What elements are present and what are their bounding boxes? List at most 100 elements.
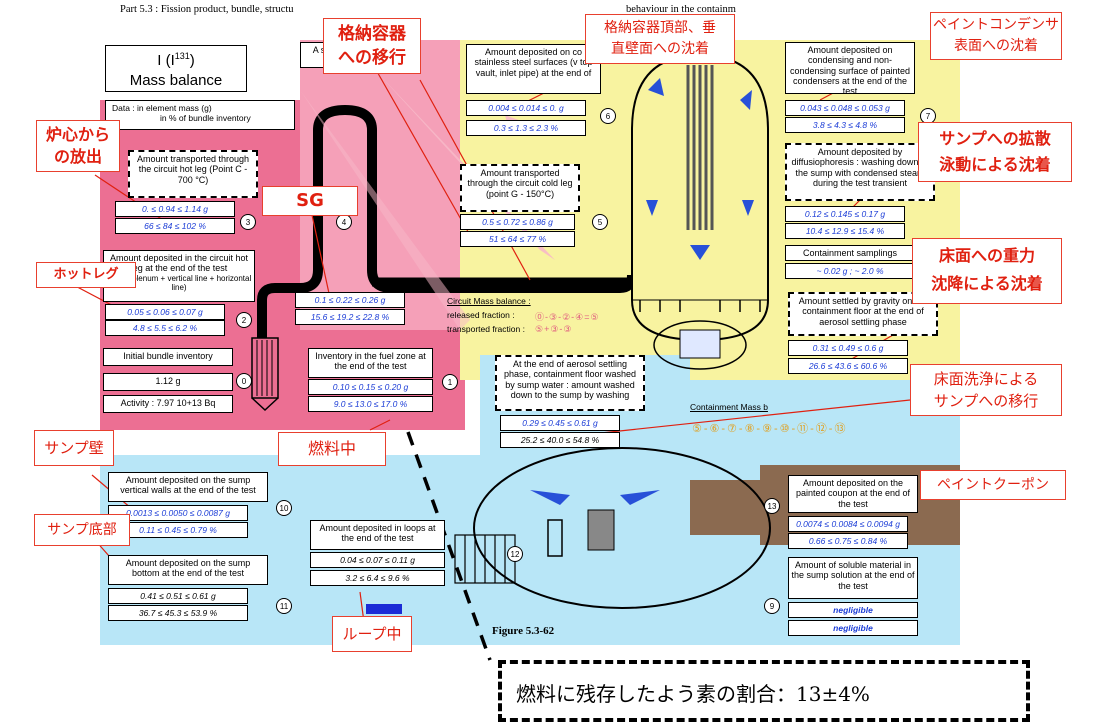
vault-box: Amount deposited on co stainless steel s… [466,44,601,94]
node-9: 9 [764,598,780,614]
cold-p: 51 ≤ 64 ≤ 77 % [460,231,575,247]
sg-g: 0.1 ≤ 0.22 ≤ 0.26 g [295,292,405,308]
callout-vault-deposit: 格納容器頂部、垂 直壁面への沈着 [585,14,735,64]
callout-floor-wash: 床面洗浄による サンプへの移行 [910,364,1062,416]
data-note: Data : in element mass (g) in % of bundl… [105,100,295,130]
summary-text: 燃料に残存したよう素の割合：13±4% [516,682,870,706]
bottom-g: 0.41 ≤ 0.51 ≤ 0.61 g [108,588,248,604]
node-0: 0 [236,373,252,389]
cond-p: 3.8 ≤ 4.3 ≤ 4.8 % [785,117,905,133]
callout-hotleg: ホットレグ [36,262,136,288]
initial-activity: Activity : 7.97 10+13 Bq [103,395,233,413]
released-equation: ⓪-③-②-④=⑤ [535,312,600,322]
sg-p: 15.6 ≤ 19.2 ≤ 22.8 % [295,309,405,325]
node-11: 11 [276,598,292,614]
loops-drawing [454,534,516,584]
fuel-zone-box: Inventory in the fuel zone at the end of… [308,348,433,378]
callout-sump-bottom: サンプ底部 [34,514,130,546]
fuel-p: 9.0 ≤ 13.0 ≤ 17.0 % [308,396,433,412]
circuit-balance-transported: transported fraction : [447,324,525,334]
coupon-p: 0.66 ≤ 0.75 ≤ 0.84 % [788,533,908,549]
coupon-g: 0.0074 ≤ 0.0084 ≤ 0.0094 g [788,516,908,532]
node-2: 2 [236,312,252,328]
node-6: 6 [600,108,616,124]
page-header: Part 5.3 : Fission product, bundle, stru… [120,4,294,15]
loops-p: 3.2 ≤ 6.4 ≤ 9.6 % [310,570,445,586]
bottom-p: 36.7 ≤ 45.3 ≤ 53.9 % [108,605,248,621]
callout-sg: SG [262,186,358,216]
settled-p: 26.6 ≤ 43.6 ≤ 60.6 % [788,358,908,374]
settled-g: 0.31 ≤ 0.49 ≤ 0.6 g [788,340,908,356]
floor-washed-box: At the end of aerosol settling phase, co… [495,355,645,411]
circuit-balance-released: released fraction : [447,310,515,320]
circuit-balance-title: Circuit Mass balance : [447,296,531,306]
coupon-box: Amount deposited on the painted coupon a… [788,475,918,513]
transported-equation: ⑤+③-③ [535,324,573,334]
callout-loop: ループ中 [332,616,412,652]
title-close: ) [189,52,195,69]
soluble-box: Amount of soluble material in the sump s… [788,557,918,599]
containment-balance: Containment Mass b [690,402,768,412]
node-3: 3 [240,214,256,230]
condenser-box: Amount deposited on condensing and non-c… [785,42,915,96]
summary-connector [406,431,492,661]
washed-p: 25.2 ≤ 40.0 ≤ 54.8 % [500,432,620,448]
cold-leg-box: Amount transported through the circuit c… [460,164,580,212]
fuel-g: 0.10 ≤ 0.15 ≤ 0.20 g [308,379,433,395]
hotleg-transport-g: 0. ≤ 0.94 ≤ 1.14 g [115,201,235,217]
circuit-balance: Circuit Mass balance : released fraction… [447,294,531,336]
containment-equation: ⑤-⑥-⑦-⑧-⑨-⑩-⑪-⑫-⑬ [692,423,848,435]
sump-zoom-ellipse [653,320,747,370]
sump-bottom-box: Amount deposited on the sump bottom at t… [108,555,268,585]
samplings-value: ~ 0.02 g ; ~ 2.0 % [785,263,915,279]
callout-core-release: 炉心から の放出 [36,120,120,172]
diff-g: 0.12 ≤ 0.145 ≤ 0.17 g [785,206,905,222]
callout-gravity: 床面への重力 沈降による沈着 [912,238,1062,304]
condenser-tubes [686,65,714,230]
callout-fuel: 燃料中 [278,432,386,466]
summary-box: 燃料に残存したよう素の割合：13±4% [498,660,1030,722]
sump-detail-ellipse [473,447,771,609]
soluble-1: negligible [788,602,918,618]
hotleg-transport-box: Amount transported through the circuit h… [128,150,258,198]
figure-label: Figure 5.3-62 [492,625,555,637]
data-note-line2: in % of bundle inventory [160,113,251,123]
washed-g: 0.29 ≤ 0.45 ≤ 0.61 g [500,415,620,431]
mass-balance-title: I (I131) Mass balance [105,45,247,92]
soluble-2: negligible [788,620,918,636]
sump-walls-box: Amount deposited on the sump vertical wa… [108,472,268,502]
loops-g: 0.04 ≤ 0.07 ≤ 0.11 g [310,552,445,568]
node-4: 4 [336,214,352,230]
blue-marker [366,604,402,614]
hotleg-deposit-p: 4.8 ≤ 5.5 ≤ 6.2 % [105,320,225,336]
diffusio-box: Amount deposited by diffusiophoresis : w… [785,143,935,201]
callout-diffusion: サンプへの拡散 泳動による沈着 [918,122,1072,182]
cond-g: 0.043 ≤ 0.048 ≤ 0.053 g [785,100,905,116]
callout-sump-wall: サンプ壁 [34,430,114,466]
callout-coupon: ペイントクーポン [920,470,1066,500]
callout-condenser: ペイントコンデンサ 表面への沈着 [930,12,1062,60]
hotleg-deposit-sub: (upper plenum + vertical line + horizont… [106,273,252,292]
walls-g: 0.0013 ≤ 0.0050 ≤ 0.0087 g [108,505,248,521]
diff-p: 10.4 ≤ 12.9 ≤ 15.4 % [785,223,905,239]
node-12: 12 [507,546,523,562]
title-element: I (I [157,52,175,69]
initial-mass: 1.12 g [103,373,233,391]
vault-p: 0.3 ≤ 1.3 ≤ 2.3 % [466,120,586,136]
title-isotope: 131 [174,51,190,61]
hot-leg-pipe [257,104,637,345]
samplings-box: Containment samplings [785,245,915,261]
title-subtitle: Mass balance [129,72,223,89]
data-note-line1: Data : in element mass (g) [112,103,212,113]
node-5: 5 [592,214,608,230]
node-13: 13 [764,498,780,514]
node-10: 10 [276,500,292,516]
callout-containment-transfer: 格納容器 への移行 [323,18,421,74]
hotleg-deposit-title: Amount deposited in the circuit hot leg … [109,253,249,274]
page-header-tail: behaviour in the containm [626,4,736,15]
cold-g: 0.5 ≤ 0.72 ≤ 0.86 g [460,214,575,230]
loops-box: Amount deposited in loops at the end of … [310,520,445,550]
node-1: 1 [442,374,458,390]
vault-g: 0.004 ≤ 0.014 ≤ 0. g [466,100,586,116]
initial-inventory-box: Initial bundle inventory [103,348,233,366]
